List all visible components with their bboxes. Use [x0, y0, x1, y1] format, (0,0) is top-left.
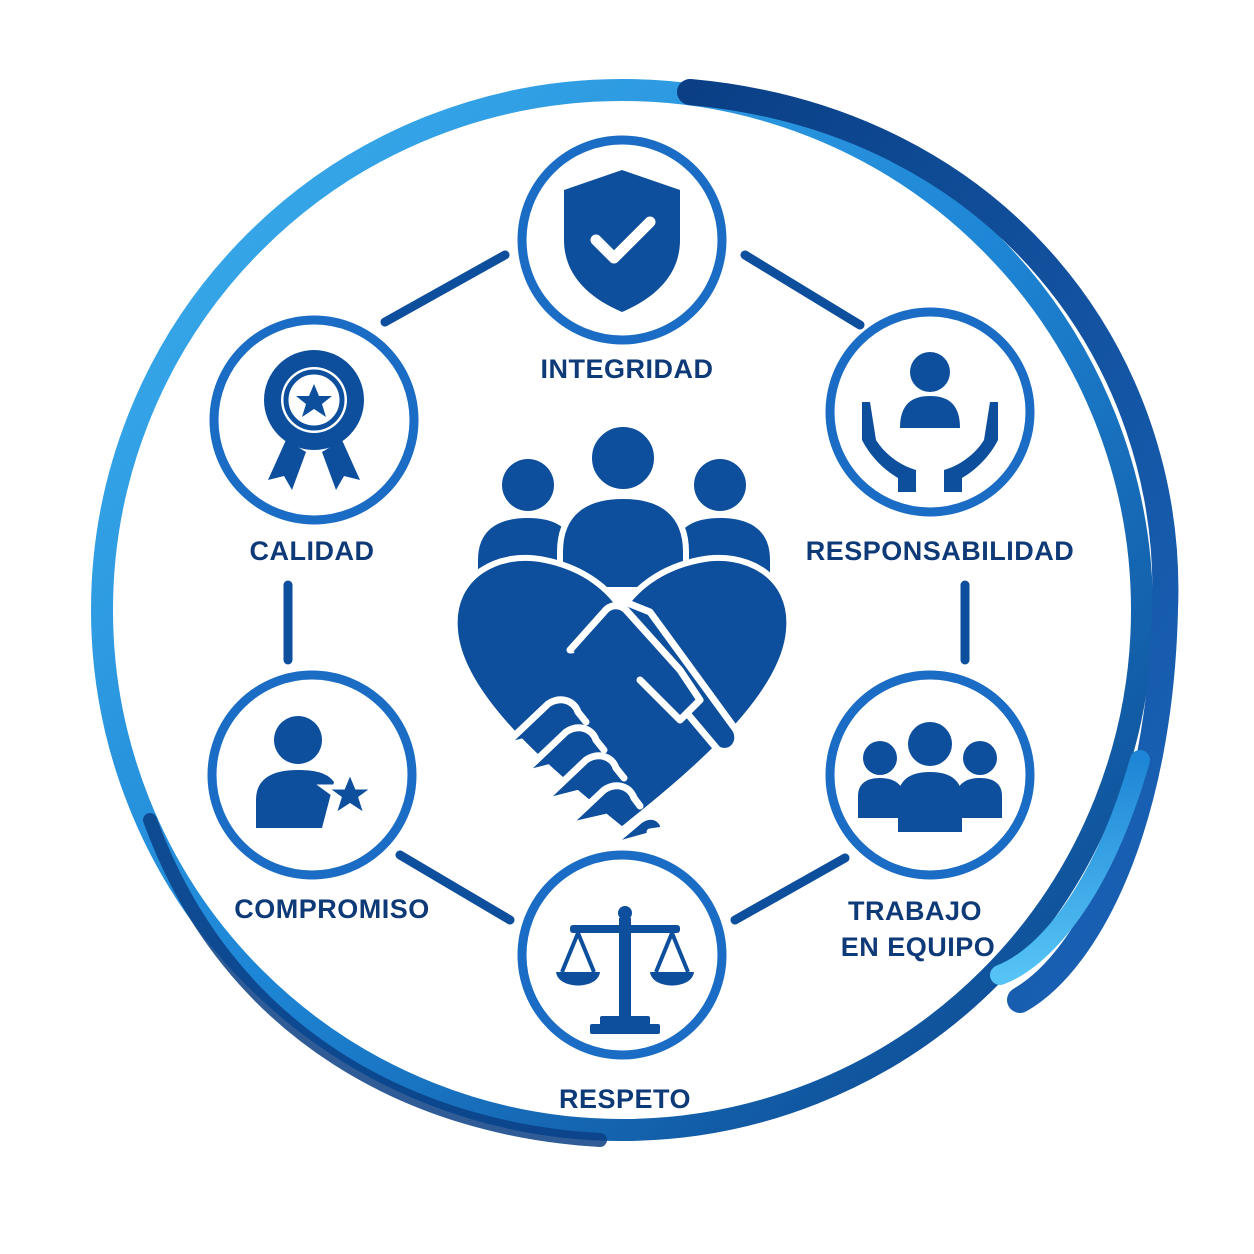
label-trabajo: TRABAJO	[848, 896, 982, 926]
node-integridad: INTEGRIDAD	[517, 135, 727, 384]
outer-ring	[91, 79, 1179, 1147]
label-compromiso: COMPROMISO	[234, 894, 430, 924]
shield-check-icon	[564, 170, 680, 312]
label-calidad: CALIDAD	[250, 536, 375, 566]
node-calidad: CALIDAD	[209, 315, 419, 566]
hands-holding-person-icon	[862, 352, 998, 492]
node-compromiso: COMPROMISO	[207, 670, 430, 924]
team-group-icon	[858, 722, 1002, 832]
award-ribbon-icon	[264, 350, 364, 490]
node-respeto: RESPETO	[517, 850, 727, 1114]
label-respeto: RESPETO	[559, 1084, 691, 1114]
node-trabajo-en-equipo: TRABAJO EN EQUIPO	[825, 670, 1035, 962]
node-responsabilidad: RESPONSABILIDAD	[806, 307, 1075, 566]
label-en-equipo: EN EQUIPO	[841, 932, 996, 962]
label-responsabilidad: RESPONSABILIDAD	[806, 536, 1075, 566]
person-star-icon	[256, 716, 384, 828]
connector-ring	[283, 250, 970, 925]
label-integridad: INTEGRIDAD	[541, 354, 714, 384]
balance-scale-icon	[556, 906, 694, 1034]
people-heart-handshake-icon	[451, 421, 793, 846]
